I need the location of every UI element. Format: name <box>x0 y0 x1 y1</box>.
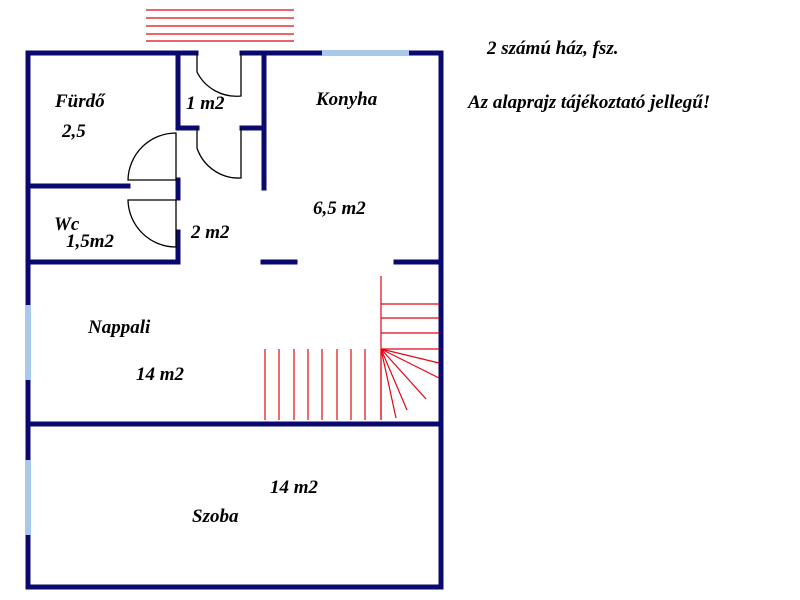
room-name-wc: Wc <box>54 214 80 235</box>
door-vestibule <box>196 128 242 179</box>
windows <box>25 50 409 535</box>
outer-walls <box>25 50 444 590</box>
room-name-furdo: Fürdő <box>54 91 106 112</box>
plan-title: 2 számú ház, fsz. <box>487 38 619 59</box>
room-name-konyha: Konyha <box>315 89 378 110</box>
room-area-furdo: 2,5 <box>61 121 86 142</box>
door-entrance <box>196 53 242 97</box>
room-area-hall: 2 m2 <box>190 222 230 243</box>
door-furdo <box>127 132 177 181</box>
room-name-nappali: Nappali <box>87 317 151 338</box>
room-area-szoba: 14 m2 <box>270 477 319 498</box>
staircase <box>264 276 440 420</box>
room-area-wc: 1,5m2 <box>66 231 115 252</box>
room-area-nappali: 14 m2 <box>136 364 185 385</box>
interior-walls <box>25 50 444 427</box>
doors <box>127 53 242 248</box>
plan-note: Az alaprajz tájékoztató jellegű! <box>468 92 711 113</box>
entrance-steps <box>146 9 294 42</box>
door-wc <box>127 199 177 248</box>
room-area-konyha: 6,5 m2 <box>313 198 366 219</box>
room-name-szoba: Szoba <box>192 506 239 527</box>
room-area-hall-small: 1 m2 <box>186 93 225 114</box>
